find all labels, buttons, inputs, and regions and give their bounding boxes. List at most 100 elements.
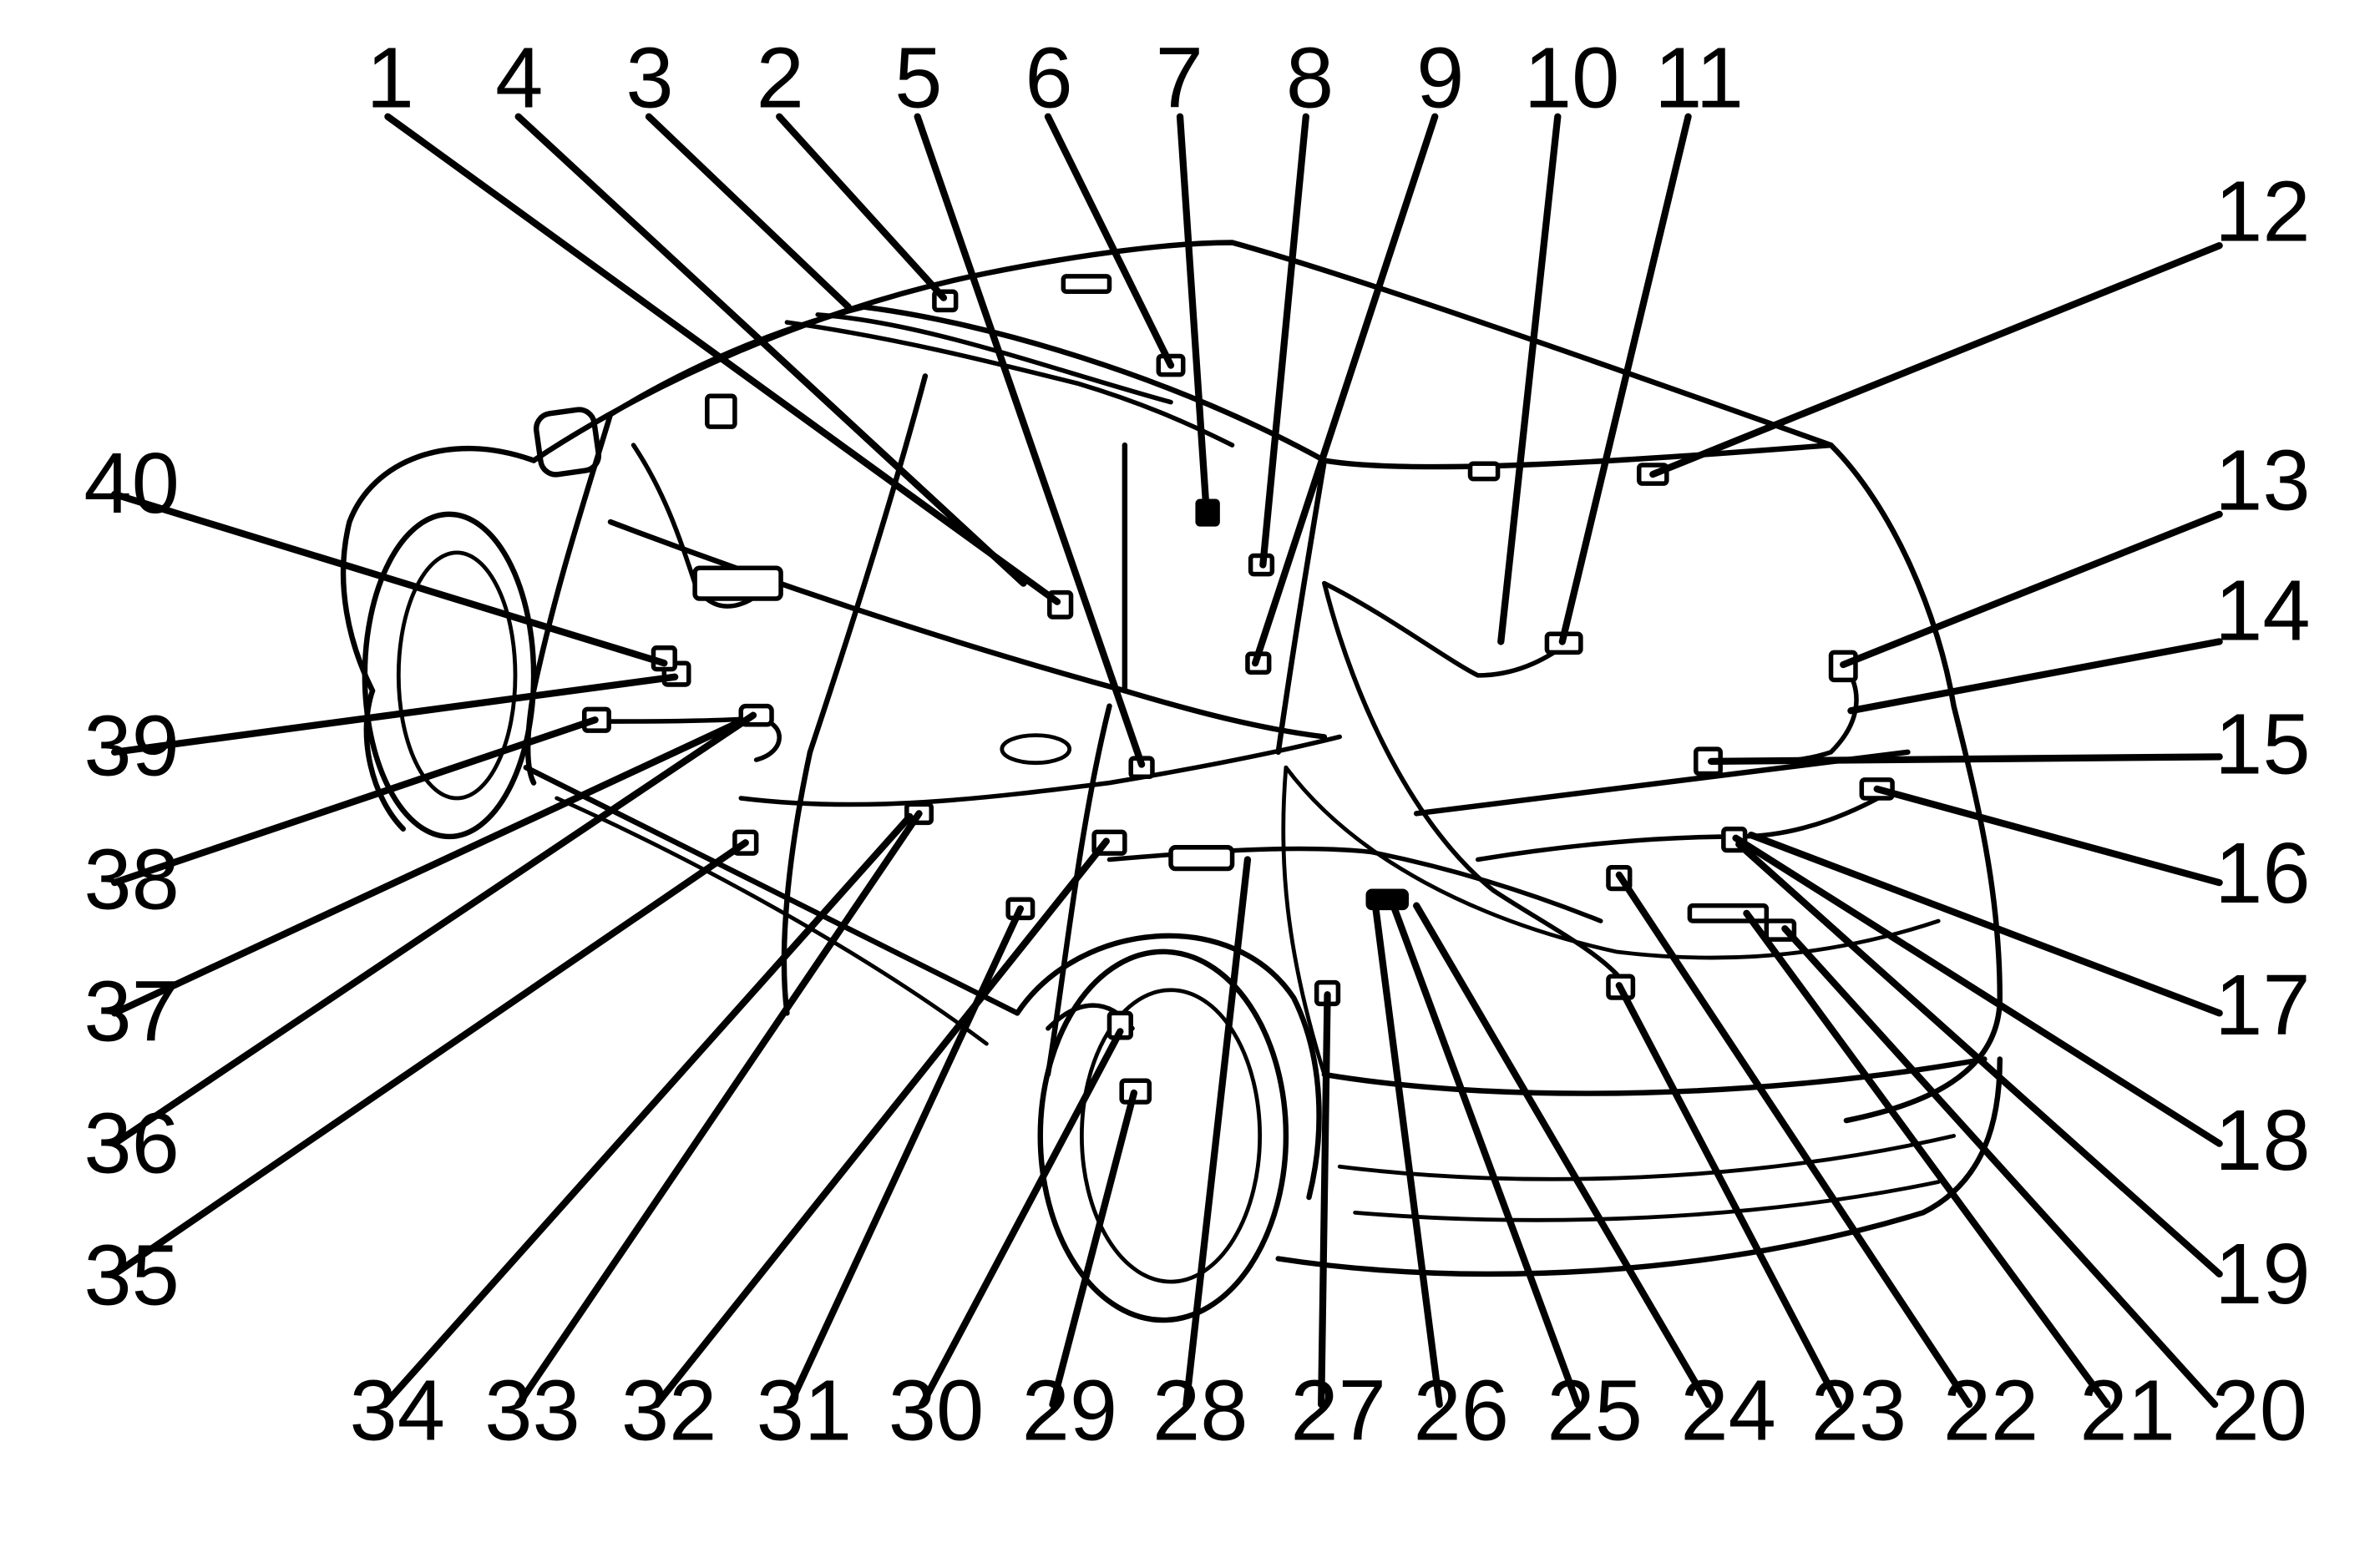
callout-33: 33 [484, 1362, 580, 1458]
callout-38: 38 [84, 831, 179, 927]
b-pillar [807, 373, 929, 756]
leader-line-35 [111, 839, 749, 1278]
callout-5: 5 [894, 30, 942, 126]
rear-bumper-upper [1321, 1056, 1988, 1096]
callout-7: 7 [1156, 30, 1203, 126]
side-crease [554, 796, 989, 1046]
callout-12: 12 [2215, 164, 2311, 260]
leader-line-16 [1873, 785, 2223, 887]
leader-line-26 [1371, 898, 1443, 1409]
leader-line-29 [1049, 1089, 1138, 1409]
callout-20: 20 [2211, 1362, 2307, 1458]
callout-27: 27 [1290, 1362, 1386, 1458]
leader-line-38 [111, 716, 599, 887]
side-mirror [533, 407, 602, 478]
callout-40: 40 [84, 435, 179, 531]
rear-hatch-outline [1321, 442, 2003, 1124]
leader-line-4 [514, 113, 1027, 587]
callout-34: 34 [349, 1362, 445, 1458]
leader-line-6 [1044, 113, 1175, 369]
leader-line-7 [1176, 113, 1210, 510]
callout-9: 9 [1416, 30, 1464, 126]
bumper-line-1 [1337, 1134, 1957, 1181]
callout-17: 17 [2215, 957, 2311, 1053]
leader-line-30 [919, 1028, 1124, 1409]
leader-line-36 [111, 711, 757, 1147]
connector-icon [1168, 845, 1235, 872]
callout-22: 22 [1943, 1362, 2039, 1458]
callout-23: 23 [1811, 1362, 1907, 1458]
harness-rear-floor [1475, 788, 1895, 862]
callout-26: 26 [1413, 1362, 1509, 1458]
callout-16: 16 [2215, 825, 2311, 921]
connector-icon [1061, 274, 1112, 295]
leader-line-37 [111, 717, 745, 1017]
callout-25: 25 [1547, 1362, 1643, 1458]
callout-29: 29 [1022, 1362, 1118, 1458]
cargo-side [1281, 765, 1327, 1077]
callout-11: 11 [1654, 30, 1744, 126]
leader-line-20 [1781, 925, 2219, 1409]
harness-rear-2 [1322, 580, 1627, 985]
leader-line-1 [384, 113, 1061, 605]
callout-30: 30 [889, 1362, 985, 1458]
leader-line-27 [1318, 991, 1331, 1409]
leader-line-31 [786, 905, 1024, 1409]
connectors [581, 274, 1895, 1105]
callout-14: 14 [2215, 563, 2311, 659]
leader-line-39 [111, 673, 679, 756]
callout-37: 37 [84, 963, 179, 1059]
leader-line-28 [1182, 856, 1252, 1409]
harness-roof-2 [815, 312, 1173, 405]
callout-6: 6 [1025, 30, 1072, 126]
door-handle [1000, 733, 1072, 766]
rear-door-edge [1045, 703, 1112, 1078]
d-pillar [1275, 458, 1328, 756]
connector-icon [1467, 461, 1501, 482]
bumper-line-2 [1353, 1180, 1941, 1222]
cargo-floor [1284, 765, 1941, 960]
callout-32: 32 [621, 1362, 717, 1458]
callout-35: 35 [84, 1227, 179, 1323]
leader-line-3 [645, 113, 853, 311]
rear-wheel-arch [1014, 933, 1322, 1201]
callout-18: 18 [2215, 1092, 2311, 1188]
callout-4: 4 [495, 30, 543, 126]
rear-wheel-outer [1037, 948, 1289, 1323]
leader-line-40 [111, 490, 668, 667]
leader-line-34 [381, 812, 914, 1409]
callout-8: 8 [1286, 30, 1334, 126]
callout-numbers: 1 4 3 2 5 6 7 8 9 10 11 12 13 14 15 16 1… [84, 30, 2310, 1459]
leader-line-23 [1615, 982, 1842, 1409]
front-door-edge [781, 749, 813, 1016]
leader-line-5 [914, 113, 1146, 768]
vehicle-illustration [340, 240, 2003, 1323]
leader-line-17 [1747, 831, 2223, 1017]
leader-line-33 [514, 810, 923, 1409]
leader-line-2 [776, 113, 948, 301]
callout-2: 2 [757, 30, 804, 126]
leader-line-24 [1413, 902, 1712, 1409]
callout-1: 1 [367, 30, 414, 126]
leader-line-19 [1735, 840, 2223, 1278]
callout-31: 31 [757, 1362, 853, 1458]
leader-line-9 [1251, 113, 1439, 667]
rear-bumper-lower [1275, 1056, 2003, 1277]
a-pillar [525, 412, 614, 786]
front-wheel-inner [396, 550, 518, 801]
leader-line-13 [1840, 510, 2223, 669]
leader-line-15 [1708, 753, 2223, 765]
door-belt-line [607, 518, 1328, 740]
connector-icon [692, 565, 783, 601]
harness-roof [784, 320, 1235, 448]
callout-28: 28 [1152, 1362, 1248, 1458]
callout-24: 24 [1680, 1362, 1776, 1458]
hood-outline [340, 446, 537, 694]
leader-line-14 [1847, 638, 2223, 715]
callout-15: 15 [2215, 696, 2311, 792]
callout-13: 13 [2215, 432, 2311, 528]
callout-19: 19 [2215, 1226, 2311, 1322]
leader-line-22 [1615, 871, 1973, 1409]
callout-10: 10 [1524, 30, 1620, 126]
